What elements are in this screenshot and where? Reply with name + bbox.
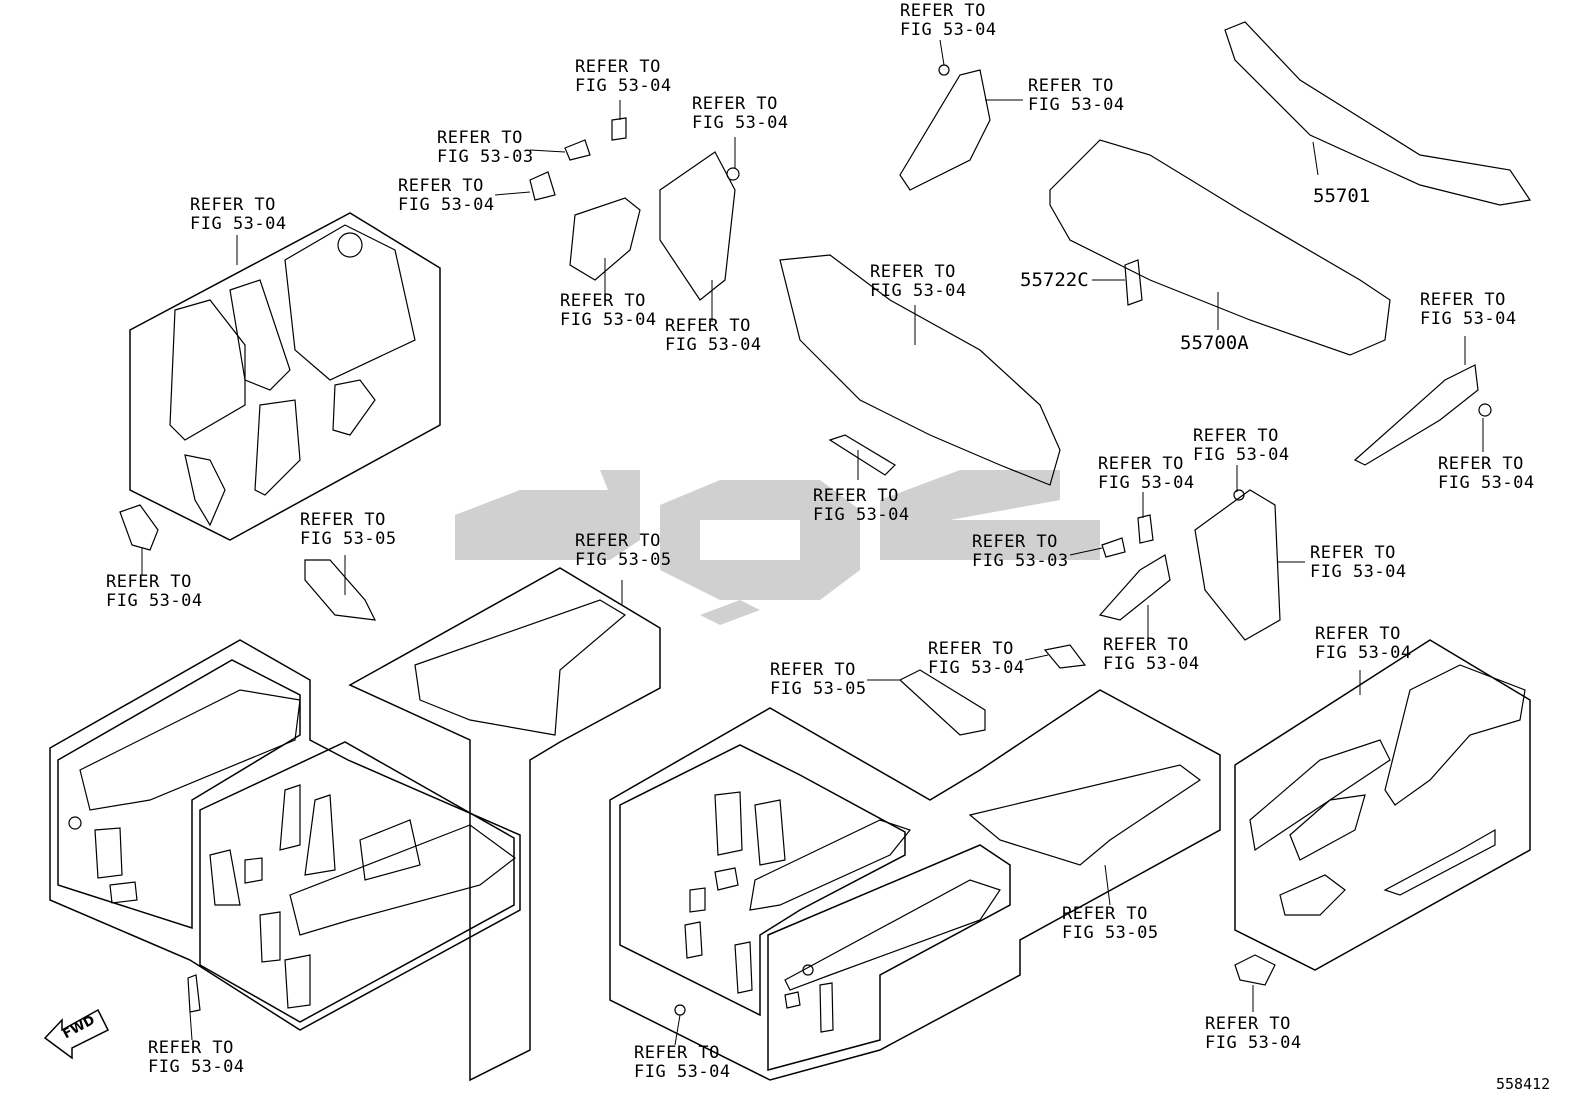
watermark-logo	[455, 470, 1100, 625]
fwd-arrow-icon	[43, 1008, 110, 1060]
group-outlines	[49, 212, 1531, 1082]
part-number-55700A[interactable]: 55700A	[1180, 332, 1249, 354]
diagram-number: 558412	[1496, 1075, 1551, 1093]
leader-lines	[141, 39, 1484, 1046]
part-sketches	[68, 21, 1532, 1033]
part-number-55701[interactable]: 55701	[1313, 185, 1371, 207]
part-number-55722C[interactable]: 55722C	[1020, 269, 1089, 291]
